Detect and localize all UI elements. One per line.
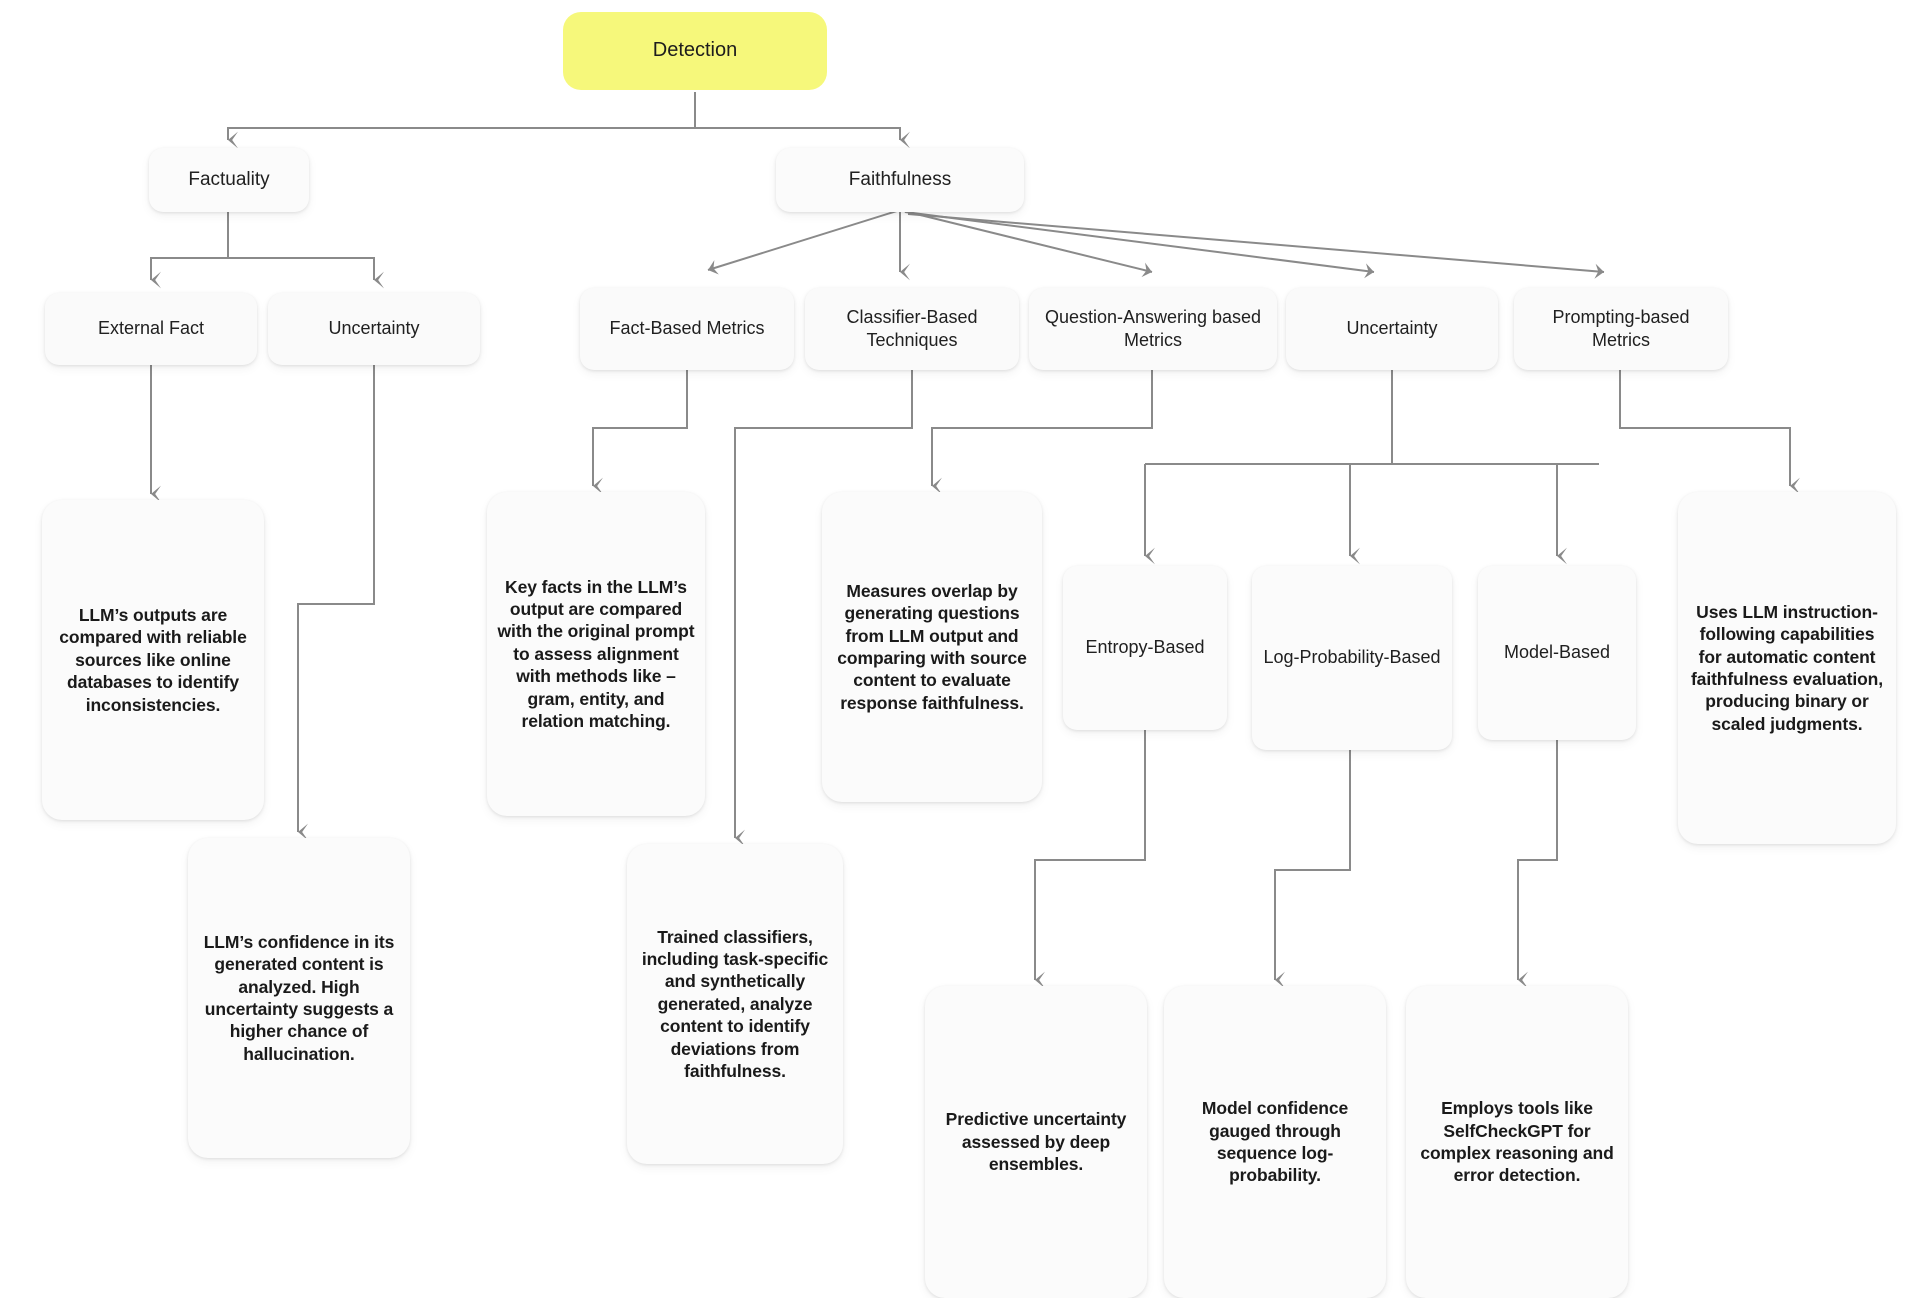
node-faithfulness[interactable]: Faithfulness bbox=[776, 148, 1024, 212]
node-entropy-based[interactable]: Entropy-Based bbox=[1063, 566, 1227, 730]
node-factuality[interactable]: Factuality bbox=[149, 148, 309, 212]
node-prompting-based-metrics-label: Prompting-based Metrics bbox=[1552, 306, 1690, 350]
desc-classifier-based-techniques: Trained classifiers, including task-spec… bbox=[627, 844, 843, 1164]
desc-uncertainty-factuality: LLM’s confidence in its generated conten… bbox=[188, 838, 410, 1158]
node-entropy-based-label: Entropy-Based bbox=[1085, 637, 1205, 658]
desc-external-fact: LLM’s outputs are compared with reliable… bbox=[42, 500, 264, 820]
desc-entropy-based-text: Predictive uncertainty assessed by deep … bbox=[945, 1109, 1127, 1175]
node-uncertainty-faithfulness-label: Uncertainty bbox=[1346, 318, 1438, 339]
node-external-fact[interactable]: External Fact bbox=[45, 293, 257, 365]
desc-question-answering-based-metrics-text: Measures overlap by generating questions… bbox=[837, 580, 1027, 713]
node-question-answering-based-metrics-label: Question-Answering based Metrics bbox=[1044, 306, 1262, 350]
node-faithfulness-label: Faithfulness bbox=[848, 168, 952, 190]
desc-external-fact-text: LLM’s outputs are compared with reliable… bbox=[59, 605, 247, 715]
desc-fact-based-metrics-text: Key facts in the LLM’s output are compar… bbox=[497, 576, 695, 731]
desc-question-answering-based-metrics: Measures overlap by generating questions… bbox=[822, 492, 1042, 802]
node-fact-based-metrics-label: Fact-Based Metrics bbox=[609, 318, 765, 339]
node-external-fact-label: External Fact bbox=[97, 318, 205, 339]
desc-fact-based-metrics: Key facts in the LLM’s output are compar… bbox=[487, 492, 705, 816]
node-log-probability-based[interactable]: Log-Probability-Based bbox=[1252, 566, 1452, 750]
desc-log-probability-based-text: Model confidence gauged through sequence… bbox=[1201, 1098, 1349, 1186]
desc-uncertainty-factuality-text: LLM’s confidence in its generated conten… bbox=[203, 931, 395, 1064]
node-log-probability-based-label: Log-Probability-Based bbox=[1263, 647, 1441, 668]
desc-log-probability-based: Model confidence gauged through sequence… bbox=[1164, 986, 1386, 1298]
node-prompting-based-metrics[interactable]: Prompting-based Metrics bbox=[1514, 288, 1728, 370]
node-detection[interactable]: Detection bbox=[563, 12, 827, 90]
node-question-answering-based-metrics[interactable]: Question-Answering based Metrics bbox=[1029, 288, 1277, 370]
node-factuality-label: Factuality bbox=[188, 168, 270, 190]
node-classifier-based-techniques-label: Classifier-Based Techniques bbox=[846, 306, 978, 350]
desc-model-based: Employs tools like SelfCheckGPT for comp… bbox=[1406, 986, 1628, 1298]
desc-prompting-based-metrics: Uses LLM instruction-following capabilit… bbox=[1678, 492, 1896, 844]
desc-entropy-based: Predictive uncertainty assessed by deep … bbox=[925, 986, 1147, 1298]
desc-prompting-based-metrics-text: Uses LLM instruction-following capabilit… bbox=[1690, 601, 1884, 734]
node-uncertainty-factuality-label: Uncertainty bbox=[328, 318, 420, 339]
desc-model-based-text: Employs tools like SelfCheckGPT for comp… bbox=[1420, 1098, 1614, 1186]
node-model-based[interactable]: Model-Based bbox=[1478, 566, 1636, 740]
node-uncertainty-faithfulness[interactable]: Uncertainty bbox=[1286, 288, 1498, 370]
node-model-based-label: Model-Based bbox=[1503, 642, 1611, 663]
node-classifier-based-techniques[interactable]: Classifier-Based Techniques bbox=[805, 288, 1019, 370]
node-uncertainty-factuality[interactable]: Uncertainty bbox=[268, 293, 480, 365]
desc-classifier-based-techniques-text: Trained classifiers, including task-spec… bbox=[641, 926, 829, 1081]
node-detection-label: Detection bbox=[652, 39, 738, 62]
node-fact-based-metrics[interactable]: Fact-Based Metrics bbox=[580, 288, 794, 370]
